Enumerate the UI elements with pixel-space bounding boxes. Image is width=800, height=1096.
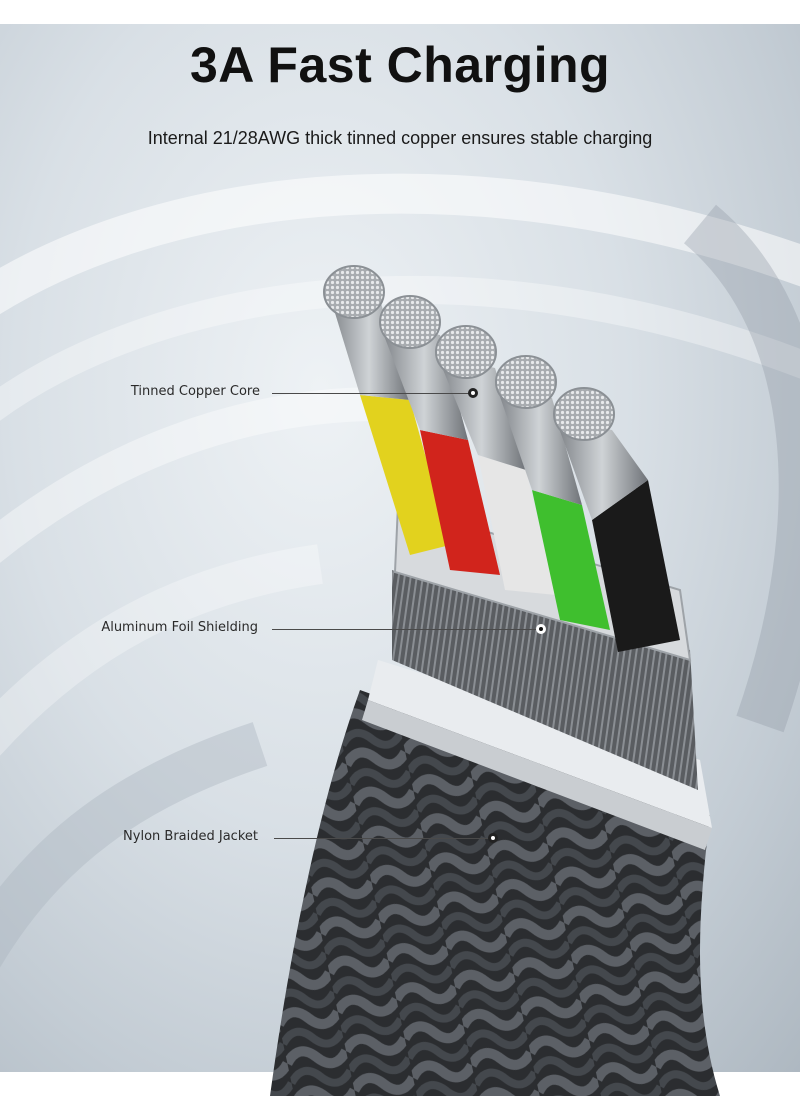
wire-white (435, 325, 556, 595)
wire-green (495, 355, 610, 630)
callout-leader-foil-shielding (272, 629, 536, 630)
foil-shielding (392, 570, 698, 790)
wire-yellow (323, 265, 450, 555)
callout-dot-copper-core (468, 388, 478, 398)
callout-label-foil-shielding: Aluminum Foil Shielding (101, 620, 258, 635)
page-title: 3A Fast Charging (189, 37, 611, 93)
callout-label-copper-core: Tinned Copper Core (130, 384, 260, 399)
jacket-collar (368, 660, 712, 828)
callout-dot-foil-shielding (536, 624, 546, 634)
wire-red (379, 295, 500, 575)
wire-black (553, 387, 680, 652)
callout-dot-braided-jacket (488, 833, 498, 843)
callout-leader-copper-core (272, 393, 470, 394)
callout-leader-braided-jacket (274, 838, 488, 839)
callout-label-braided-jacket: Nylon Braided Jacket (123, 829, 258, 844)
page-subtitle: Internal 21/28AWG thick tinned copper en… (147, 128, 653, 148)
